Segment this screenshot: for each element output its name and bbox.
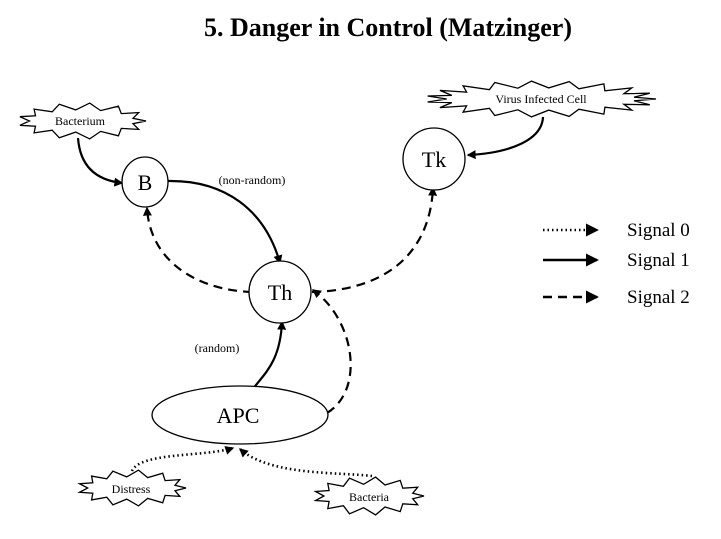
node-th-label: Th bbox=[268, 280, 292, 305]
node-bacteria-label: Bacteria bbox=[349, 490, 390, 504]
edge-th-to-tk bbox=[311, 186, 438, 294]
node-th: Th bbox=[248, 260, 312, 324]
edge-th-to-b bbox=[142, 206, 253, 294]
edge-apc-to-th bbox=[249, 320, 287, 394]
virus-burst-shape bbox=[427, 80, 657, 118]
edge-virus-to-tk bbox=[466, 116, 545, 160]
legend-label-signal-2: Signal 2 bbox=[627, 287, 690, 308]
page-title: 5. Danger in Control (Matzinger) bbox=[204, 13, 572, 42]
node-virus-infected-cell-label: Virus Infected Cell bbox=[495, 92, 587, 106]
node-tk-label: Tk bbox=[422, 147, 446, 172]
legend-label-signal-0: Signal 0 bbox=[627, 220, 690, 241]
node-distress-label: Distress bbox=[112, 482, 151, 496]
node-b-label: B bbox=[138, 170, 153, 195]
node-apc-label: APC bbox=[217, 403, 260, 428]
node-distress: Distress bbox=[77, 469, 187, 507]
node-bacterium-label: Bacterium bbox=[55, 114, 106, 128]
node-virus-infected-cell: Virus Infected Cell bbox=[427, 80, 657, 118]
bacteria-burst-shape bbox=[313, 476, 425, 516]
legend-item-signal-2: Signal 2 bbox=[543, 287, 690, 308]
legend-item-signal-1: Signal 1 bbox=[543, 250, 690, 271]
edge-bacterium-to-b bbox=[76, 137, 124, 187]
legend: Signal 0 Signal 1 Signal 2 bbox=[543, 220, 690, 308]
node-tk: Tk bbox=[402, 127, 466, 191]
edge-bacteria-to-apc bbox=[238, 448, 373, 478]
node-b: B bbox=[121, 156, 169, 208]
legend-item-signal-0: Signal 0 bbox=[543, 220, 690, 241]
bacterium-burst-shape bbox=[19, 102, 147, 140]
edge-b-to-th bbox=[167, 179, 283, 265]
node-bacteria: Bacteria bbox=[313, 476, 425, 516]
edge-apc-to-th-signal2 bbox=[311, 289, 352, 414]
label-random: (random) bbox=[195, 341, 240, 355]
node-apc: APC bbox=[151, 385, 329, 445]
node-bacterium: Bacterium bbox=[19, 102, 147, 140]
edge-distress-to-apc bbox=[130, 446, 235, 472]
label-non-random: (non-random) bbox=[219, 173, 286, 187]
legend-label-signal-1: Signal 1 bbox=[627, 250, 690, 271]
distress-burst-shape bbox=[77, 469, 187, 507]
